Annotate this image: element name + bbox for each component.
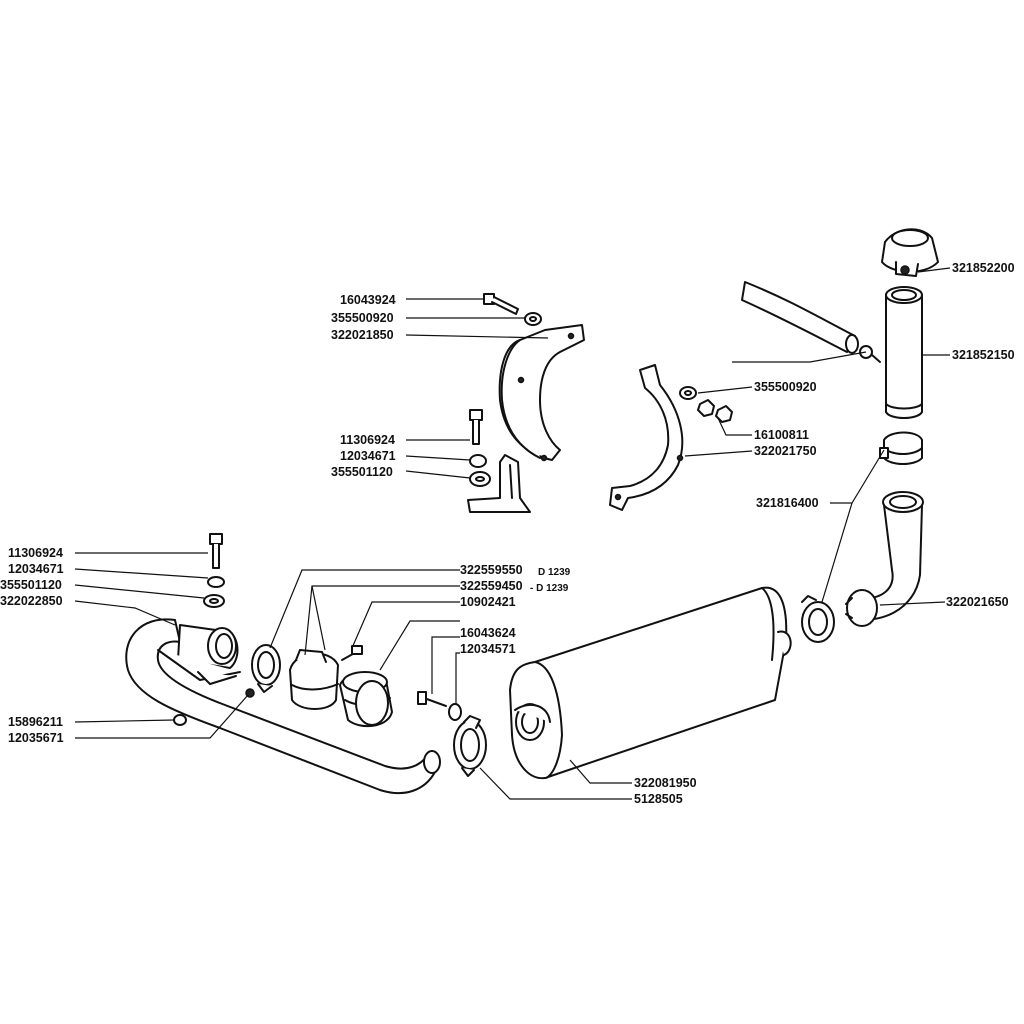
label-321816400: 321816400 [756,496,819,510]
part-labels: 16043924 355500920 322021850 11306924 12… [0,261,1015,806]
tailpipe-cap [881,228,939,277]
clamp-ring [251,644,281,693]
muffler [509,586,792,780]
elbow-clamp [801,595,835,643]
leader-lines [74,267,951,800]
label-12034671-mid: 12034671 [340,449,396,463]
middle-bolt-set [469,409,491,487]
label-355501120-mid: 355501120 [331,465,393,479]
ring-clamp-lower [453,715,487,777]
left-bolt-set [203,533,225,608]
label-15896211: 15896211 [8,715,63,729]
label-11306924-left: 11306924 [8,546,63,560]
strap-bracket [609,364,684,511]
front-pipe-nut [173,688,255,726]
label-16043924-top: 16043924 [340,293,396,307]
label-322559450: 322559450 [460,579,523,593]
elbow-pipe [845,491,924,627]
label-11306924-mid: 11306924 [340,433,395,447]
label-10902421: 10902421 [460,595,516,609]
label-12034571: 12034571 [460,642,516,656]
large-bracket [467,324,585,513]
label-12034671-left: 12034671 [8,562,64,576]
label-321852150: 321852150 [952,348,1015,362]
tailpipe-clamp [879,431,923,465]
label-322021850: 322021850 [331,328,394,342]
label-322021650: 322021650 [946,595,1009,609]
label-16043624: 16043624 [460,626,516,640]
front-pipe [125,618,441,795]
rubber-sleeve [339,671,393,728]
label-355500920-right: 355500920 [754,380,817,394]
label-355501120-left: 355501120 [0,578,62,592]
tailpipe [885,286,923,419]
label-322559450-note: - D 1239 [530,583,569,594]
half-shell-clamp [289,649,339,710]
label-322081950: 322081950 [634,776,697,790]
label-322022850: 322022850 [0,594,63,608]
label-355500920-top: 355500920 [331,311,394,325]
label-16100811: 16100811 [754,428,809,442]
muffler-bolt [417,691,462,721]
label-12035671: 12035671 [8,731,64,745]
label-322559550-note: D 1239 [538,567,571,578]
top-bolt-set [483,293,542,326]
cross-rod [741,281,881,363]
label-322021750: 322021750 [754,444,817,458]
label-321852200: 321852200 [952,261,1015,275]
label-322559550: 322559550 [460,563,523,577]
sleeve-bolt [341,645,363,661]
label-5128505: 5128505 [634,792,683,806]
right-nut-set [679,386,733,423]
